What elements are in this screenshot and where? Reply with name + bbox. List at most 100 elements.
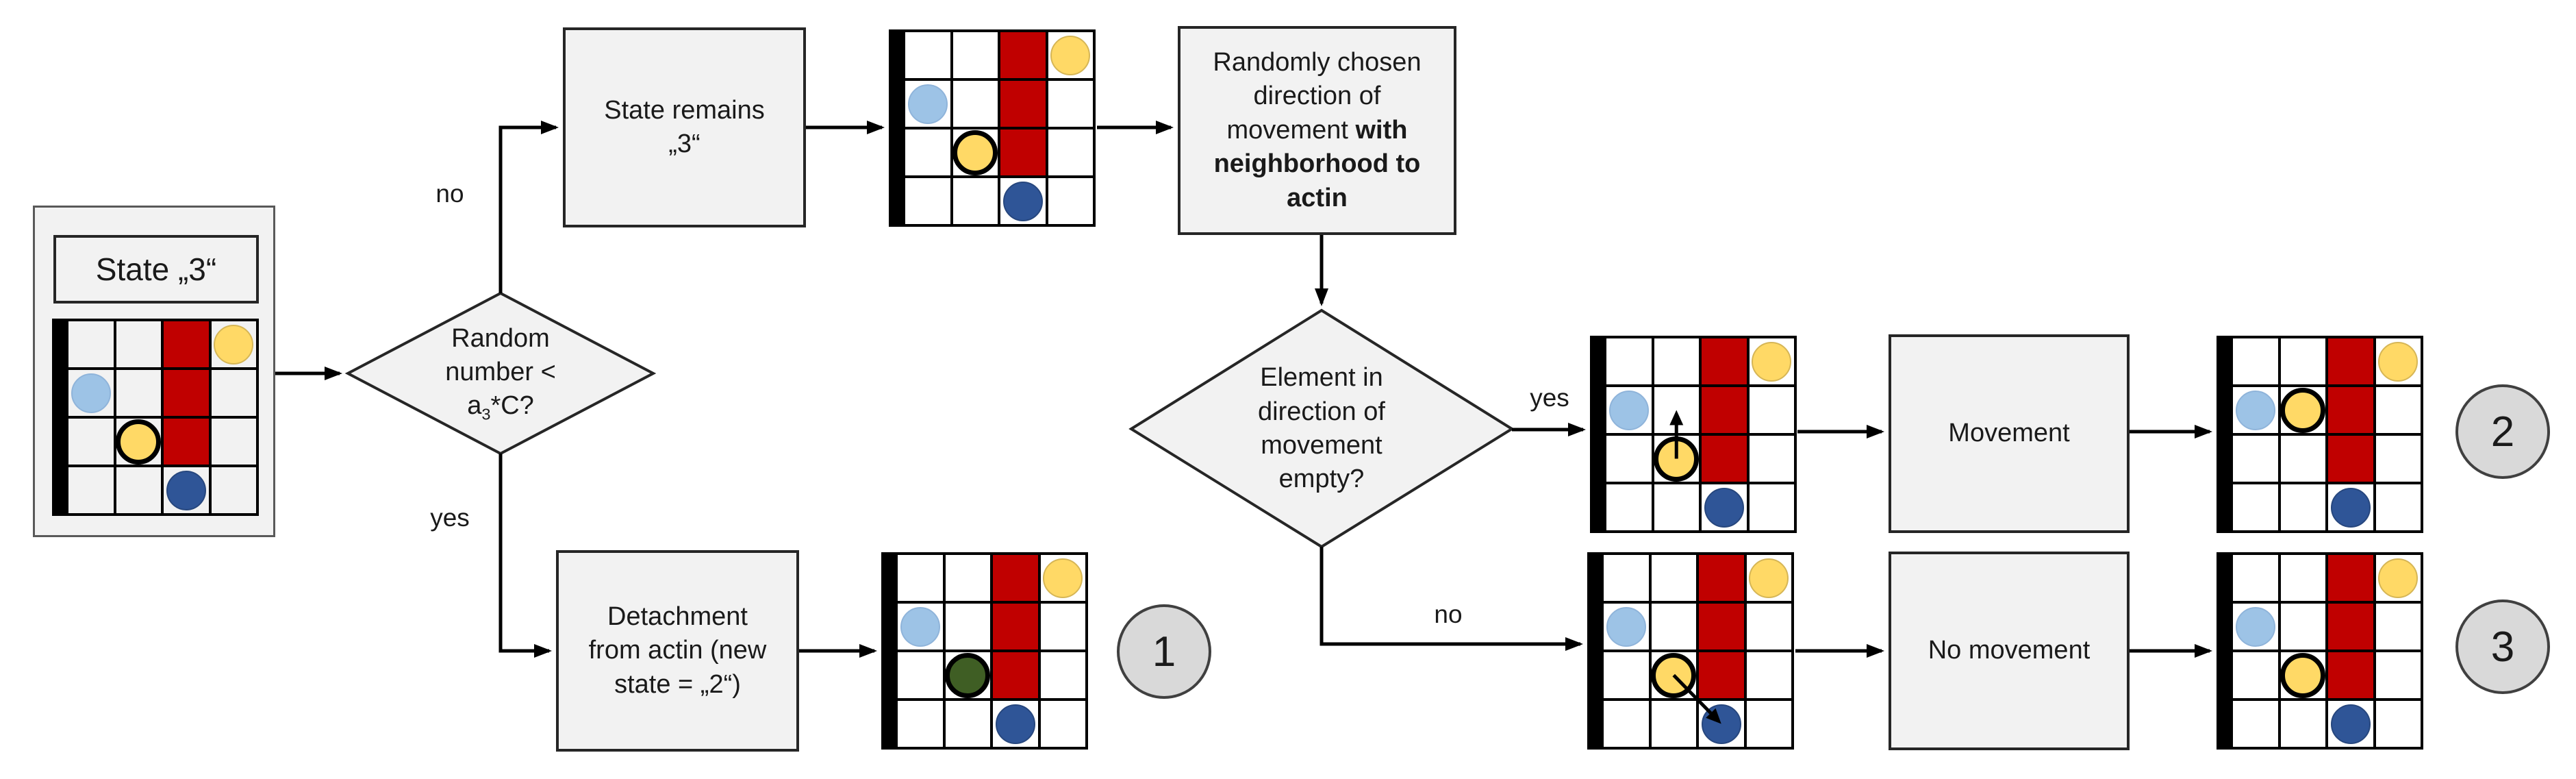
random-direction-label-normal: Randomly chosen direction of movement [1213, 48, 1422, 145]
grid-cell [1746, 701, 1791, 747]
grid-cell [2233, 436, 2278, 482]
light-blue-circle [2235, 390, 2275, 430]
grid-cell [1000, 129, 1046, 175]
lattice-grid-unchanged [2217, 552, 2423, 750]
grid-cell [1048, 81, 1093, 127]
grid-cell [1606, 338, 1652, 384]
grid-cell [952, 178, 998, 224]
grid-cell [1746, 652, 1791, 698]
branch-label-yes-right: yes [1530, 384, 1569, 412]
grid-cell [1606, 436, 1652, 482]
grid-cell [945, 701, 990, 747]
edge-yes-to-detachment [498, 454, 552, 658]
dark-blue-circle [1704, 487, 1744, 528]
grid-cell [1702, 436, 1747, 482]
grid-cell [1651, 604, 1696, 650]
element-empty-line: Element in direction of movement empty? [1258, 363, 1385, 494]
result-badge-1-label: 1 [1152, 628, 1176, 676]
grid-cell [164, 419, 209, 465]
formula-subscript: 3 [481, 405, 491, 423]
dark-blue-circle [995, 704, 1035, 744]
yellow-circle [2378, 341, 2419, 382]
grid-cell [1746, 604, 1791, 650]
grid-cell [2280, 604, 2325, 650]
grid-cell [1651, 555, 1696, 601]
grid-cell [164, 321, 209, 367]
formula-rest: *C? [490, 391, 534, 421]
grid-cell [2328, 604, 2373, 650]
yellow-outlined-circle [2280, 652, 2326, 698]
lattice-grid-detached [881, 552, 1088, 750]
grid-cell [2375, 484, 2421, 530]
grid-cell [2280, 555, 2325, 601]
grid-cell [2375, 701, 2421, 747]
grid-cell [2233, 652, 2278, 698]
yellow-circle [1749, 558, 1789, 598]
grid-cell [1749, 387, 1794, 433]
grid-cell [2233, 555, 2278, 601]
no-movement-box: No movement [1889, 552, 2130, 750]
lattice-grid-blocked [1587, 552, 1794, 750]
result-badge-3-label: 3 [2490, 623, 2515, 671]
random-direction-label: Randomly chosen direction of movement wi… [1213, 46, 1421, 215]
grid-cell [1040, 652, 1085, 698]
grid-cell [68, 467, 114, 513]
grid-cell [2375, 604, 2421, 650]
light-blue-circle [71, 373, 111, 413]
edge-no-to-state-remains [498, 121, 559, 293]
dark-blue-circle [166, 470, 206, 510]
grid-cell [1699, 604, 1744, 650]
edge-no-to-blocked-grid [1319, 547, 1583, 651]
grid-cell [1654, 484, 1699, 530]
grid-cell [68, 419, 114, 465]
grid-cell [2375, 387, 2421, 433]
grid-cell [993, 652, 1038, 698]
grid-cell [1040, 701, 1085, 747]
grid-cell [905, 32, 950, 78]
light-blue-circle [1608, 390, 1649, 430]
branch-label-yes-bottom: yes [430, 504, 470, 532]
light-blue-circle [1606, 606, 1646, 647]
grid-cell [1749, 484, 1794, 530]
detachment-box: Detachment from actin (new state = „2“) [556, 550, 799, 752]
grid-cell [1702, 338, 1747, 384]
lattice-grid-moved [2217, 336, 2423, 533]
yellow-circle [1752, 341, 1792, 382]
detachment-label: Detachment from actin (new state = „2“) [588, 602, 767, 699]
grid-cell [1699, 555, 1744, 601]
yellow-outlined-circle [116, 419, 162, 465]
result-badge-2-label: 2 [2490, 408, 2515, 456]
no-movement-label: No movement [1928, 636, 2091, 665]
grid-cell [1699, 652, 1744, 698]
grid-cell [1048, 129, 1093, 175]
grid-cell [1702, 387, 1747, 433]
grid-cell [952, 81, 998, 127]
grid-cell [1651, 701, 1696, 747]
grid-cell [945, 604, 990, 650]
branch-label-no-right: no [1434, 600, 1463, 628]
grid-cell [1000, 81, 1046, 127]
grid-cell [2280, 436, 2325, 482]
grid-cell [2328, 555, 2373, 601]
grid-cell [116, 467, 161, 513]
grid-cell [1606, 484, 1652, 530]
grid-cell [2328, 387, 2373, 433]
grid-cell [1048, 178, 1093, 224]
dark-blue-circle [1002, 181, 1043, 221]
grid-cell [1000, 32, 1046, 78]
grid-cell [2328, 436, 2373, 482]
grid-cell [2233, 484, 2278, 530]
grid-cell [898, 555, 943, 601]
initial-state-panel: State „3“ [33, 206, 275, 537]
grid-cell [898, 652, 943, 698]
grid-cell [905, 129, 950, 175]
grid-cell [211, 419, 256, 465]
grid-cell [211, 370, 256, 416]
random-direction-box: Randomly chosen direction of movement wi… [1178, 26, 1456, 235]
grid-cell [2280, 338, 2325, 384]
grid-cell [2328, 338, 2373, 384]
lattice-grid-direction [1590, 336, 1797, 533]
green-outlined-circle [945, 652, 991, 698]
